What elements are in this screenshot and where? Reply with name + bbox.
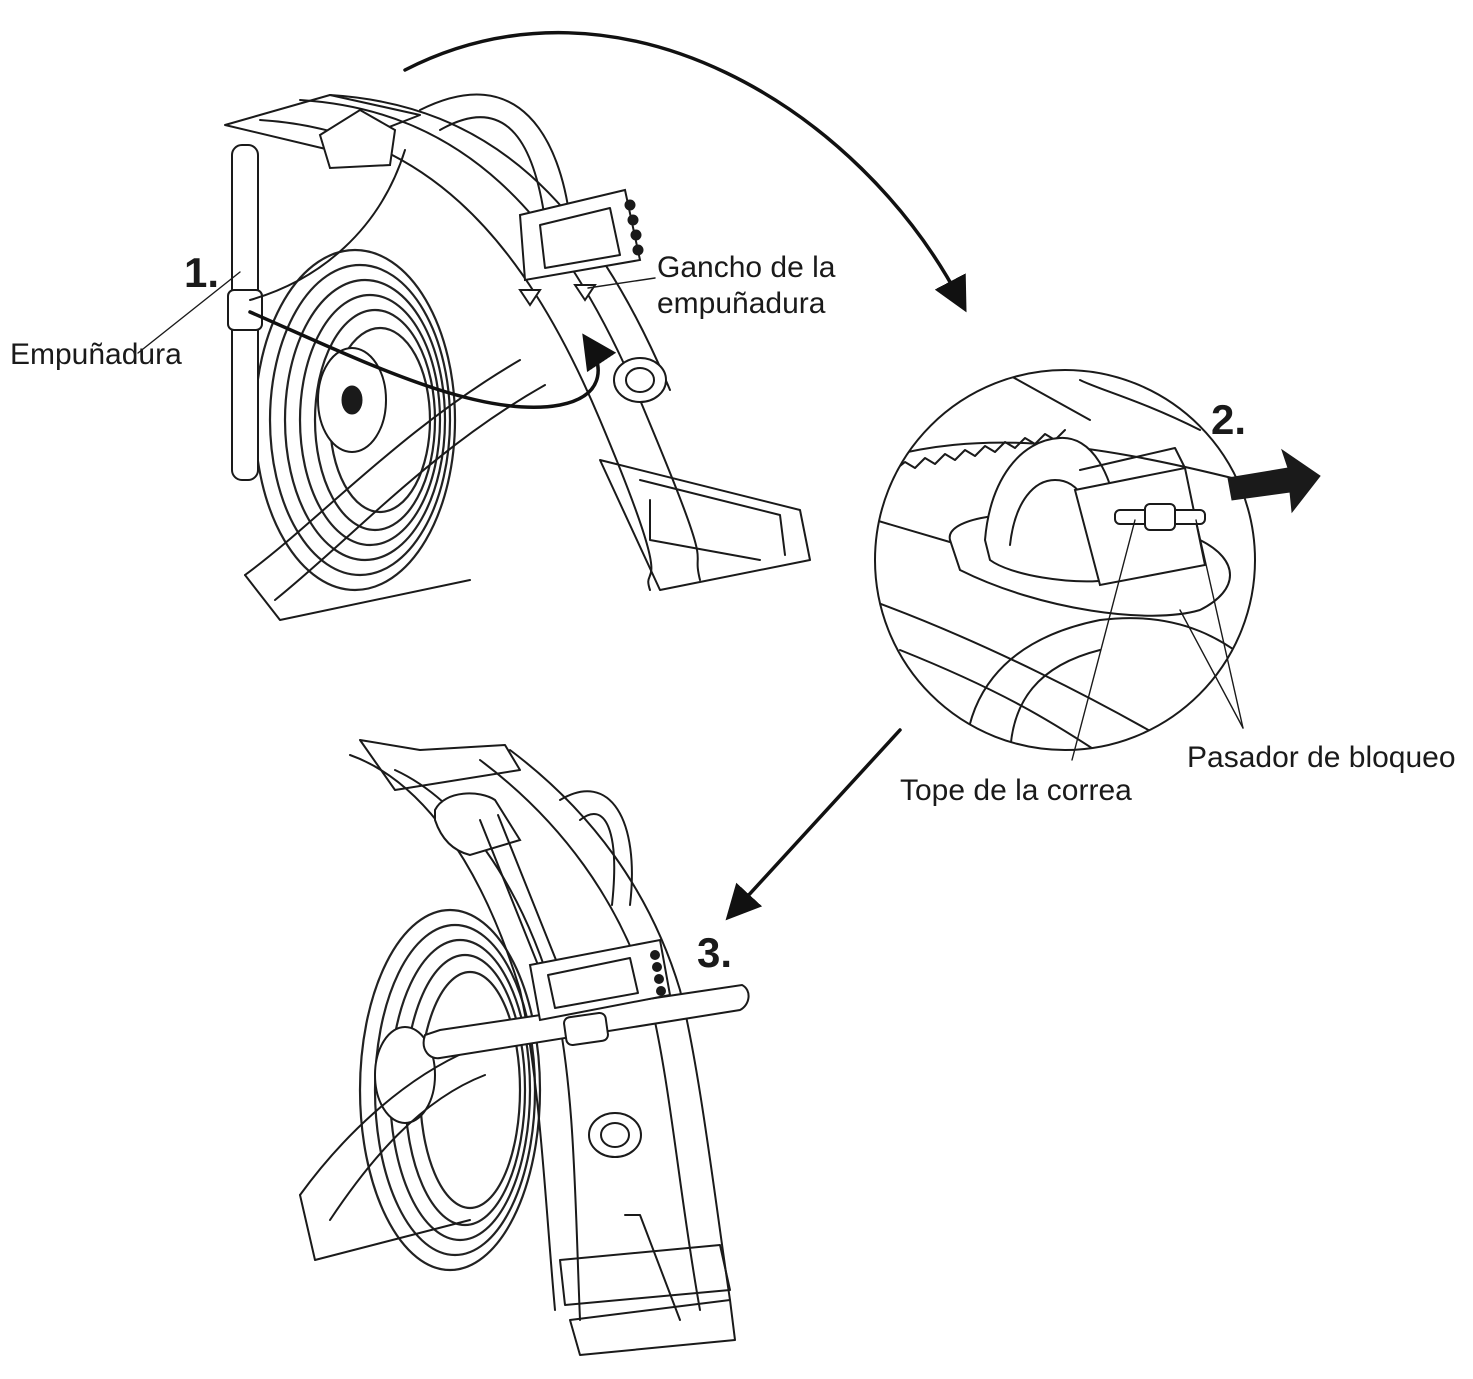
label-hook-line2: empuñadura (657, 287, 826, 320)
arrow-to-zoom (403, 31, 967, 313)
label-strap-stop: Tope de la correa (900, 774, 1132, 807)
pull-arrow (1227, 448, 1321, 514)
label-handle: Empuñadura (10, 338, 182, 371)
leader-lock-pin-a (1195, 519, 1244, 729)
label-lock-pin: Pasador de bloqueo (1187, 741, 1456, 774)
monitor-3 (528, 938, 672, 1022)
step-1-number: 1. (184, 249, 220, 296)
lock-pin-detail (1114, 503, 1206, 531)
rower-machine-step3 (299, 739, 750, 1356)
arrow-to-step3 (725, 728, 902, 921)
step-3-number: 3. (697, 929, 733, 976)
rower-machine-step1 (224, 93, 811, 621)
leader-strap-stop (1071, 519, 1136, 761)
fan-wheel-3 (358, 908, 542, 1272)
leader-hook (587, 277, 656, 289)
resistance-dial-1 (613, 357, 667, 403)
zoom-detail (874, 369, 1321, 751)
handle-bar-3 (422, 983, 750, 1060)
leader-handle (137, 271, 241, 354)
label-hook-line1: Gancho de la (657, 251, 836, 284)
resistance-dial-3 (588, 1112, 642, 1158)
step-2-number: 2. (1211, 396, 1247, 443)
strap-stop-detail (1073, 447, 1207, 587)
leader-lock-pin-b (1179, 609, 1244, 729)
fan-wheel-1 (253, 248, 457, 592)
handle-bar-1 (227, 144, 263, 481)
monitor-1 (518, 188, 644, 282)
